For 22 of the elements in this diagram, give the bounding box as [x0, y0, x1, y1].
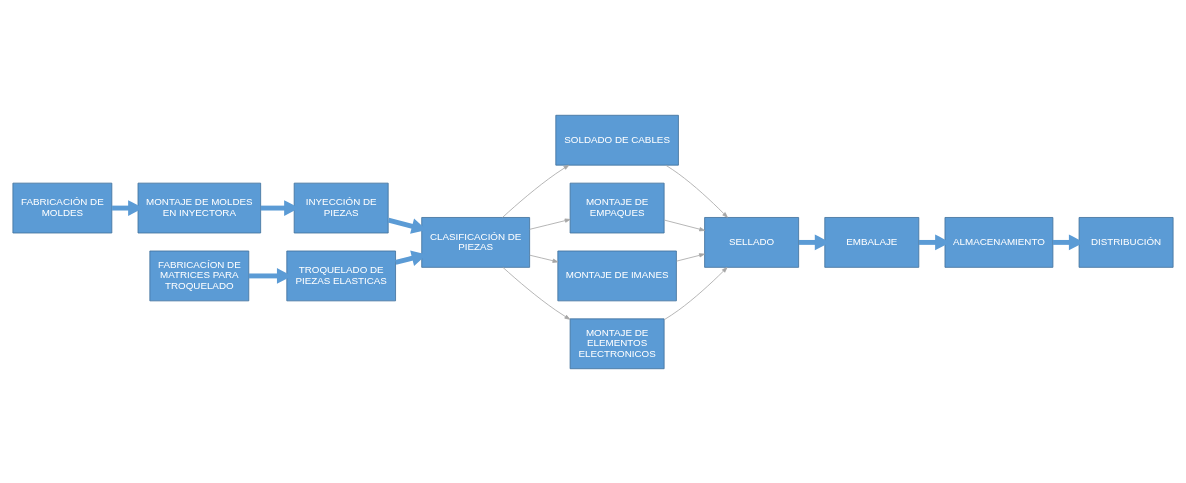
arrow — [663, 266, 728, 320]
node-box: ALMACENAMIENTO — [944, 216, 1054, 268]
node-box: EMBALAJE — [824, 216, 920, 268]
node-box: DISTRIBUCIÓN — [1078, 216, 1174, 268]
arrow — [502, 266, 571, 320]
node-box: INYECCIÓN DE PIEZAS — [293, 182, 389, 233]
node-box: FABRICACIÓN DE MOLDES — [12, 182, 113, 233]
node-box: FABRICACÍON DE MATRICES PARA TROQUELADO — [149, 250, 250, 301]
arrow — [529, 254, 559, 263]
arrow — [529, 218, 571, 230]
arrow — [665, 164, 728, 218]
node-box: MONTAJE DE ELEMENTOS ELECTRONICOS — [569, 317, 665, 369]
node-box: MONTAJE DE IMANES — [557, 250, 677, 301]
node-box: CLASIFICACIÓN DE PIEZAS — [421, 216, 531, 268]
node-box: MONTAJE DE EMPAQUES — [569, 182, 665, 233]
node-box: SELLADO — [704, 216, 800, 268]
node-box: TROQUELADO DE PIEZAS ELASTICAS — [286, 250, 396, 301]
arrow — [502, 164, 570, 218]
arrow — [676, 252, 705, 262]
node-box: MONTAJE DE MOLDES EN INYECTORA — [137, 182, 262, 233]
arrow — [664, 219, 705, 231]
node-box: SOLDADO DE CABLES — [555, 114, 679, 166]
